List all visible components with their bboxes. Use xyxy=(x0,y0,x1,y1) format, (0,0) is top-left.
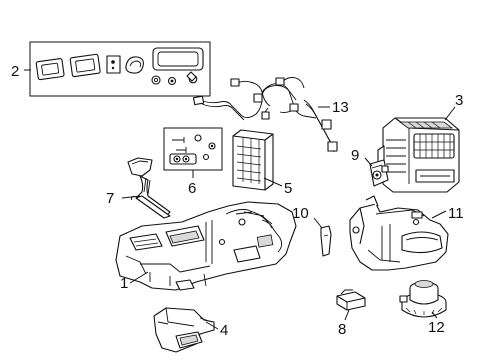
callouts: 2 13 3 6 5 9 7 10 11 1 4 8 12 xyxy=(11,63,464,339)
part-12-blower-motor xyxy=(399,280,447,318)
leader-3 xyxy=(444,106,456,121)
leader-4 xyxy=(205,321,219,330)
leader-8 xyxy=(344,309,350,321)
callout-12: 12 xyxy=(428,319,445,336)
leader-12 xyxy=(431,311,438,319)
callout-3: 3 xyxy=(455,92,463,109)
callout-9: 9 xyxy=(351,147,359,164)
part-10-lever xyxy=(320,225,332,257)
part-8-resistor xyxy=(336,289,366,311)
leader-1 xyxy=(129,271,149,284)
part-7-heater-core xyxy=(127,157,171,219)
part-1-main-housing xyxy=(115,201,297,291)
callout-4: 4 xyxy=(220,322,228,339)
callout-2: 2 xyxy=(11,63,19,80)
callout-7: 7 xyxy=(106,190,114,207)
part-5-evaporator-core xyxy=(232,129,274,191)
leader-lines xyxy=(24,69,456,330)
part-4-floor-duct xyxy=(153,307,215,353)
callout-8: 8 xyxy=(338,321,346,338)
callout-6: 6 xyxy=(188,180,196,197)
part-11-lower-housing xyxy=(349,195,449,271)
leader-10 xyxy=(313,217,323,229)
callout-10: 10 xyxy=(292,205,309,222)
leader-9 xyxy=(364,157,373,167)
leader-7 xyxy=(121,195,141,199)
part-3-upper-housing xyxy=(377,117,460,193)
callout-11: 11 xyxy=(448,205,464,222)
part-2-trim-kit xyxy=(29,41,211,97)
callout-1: 1 xyxy=(120,275,128,292)
leader-5 xyxy=(263,177,283,187)
part-13-wiring-harness xyxy=(192,77,338,153)
callout-5: 5 xyxy=(284,180,292,197)
part-6-hardware-set xyxy=(163,127,223,171)
callout-13: 13 xyxy=(332,99,349,116)
leader-11 xyxy=(431,210,447,219)
part-9-actuator xyxy=(369,159,389,187)
